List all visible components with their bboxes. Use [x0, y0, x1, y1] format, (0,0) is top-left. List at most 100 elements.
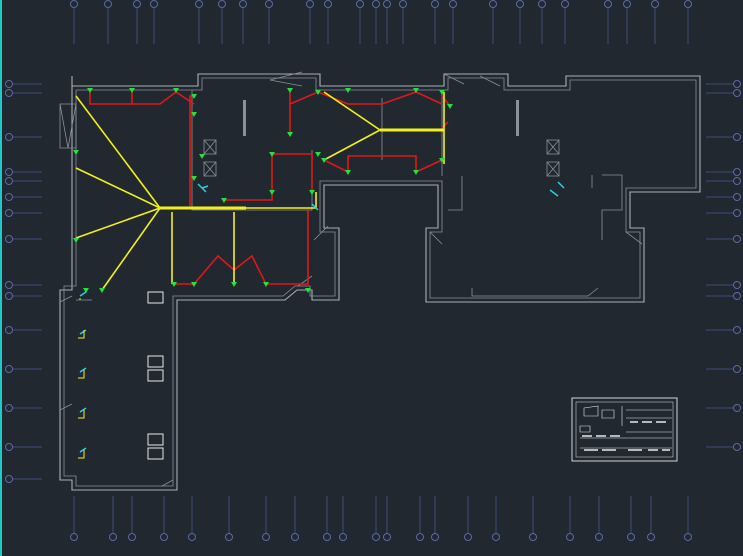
shaft-box: [203, 139, 217, 155]
shaft-box: [203, 161, 217, 177]
device-marker: [191, 176, 197, 181]
device-marker: [345, 170, 351, 175]
outlet-markers: [78, 298, 85, 459]
grid-bubble-right: [733, 326, 741, 334]
grid-bubble-top: [104, 0, 112, 8]
device-marker: [87, 88, 93, 93]
grid-bubble-top: [623, 0, 631, 8]
device-markers: [73, 88, 453, 293]
stair-left: [59, 103, 77, 149]
device-marker: [345, 88, 351, 93]
equipment-boxes: [147, 291, 164, 460]
grid-bubble-top: [604, 0, 612, 8]
device-marker: [269, 152, 275, 157]
grid-bubble-left: [5, 168, 13, 176]
grid-bubble-bottom: [323, 533, 331, 541]
device-marker: [321, 158, 327, 163]
grid-bubble-left: [5, 404, 13, 412]
grid-bubble-right: [733, 177, 741, 185]
grid-bubble-left: [5, 292, 13, 300]
circuit-wiring-yellow: [75, 91, 445, 291]
grid-bubble-top: [356, 0, 364, 8]
grid-bubble-bottom: [372, 533, 380, 541]
grid-bubble-top: [195, 0, 203, 8]
wall-left-wing: [59, 73, 701, 491]
grid-bubble-right: [733, 168, 741, 176]
wall-left-wing-inner: [63, 77, 697, 487]
device-marker: [439, 90, 445, 95]
grid-bubble-right: [733, 80, 741, 88]
grid-bubble-right: [733, 89, 741, 97]
device-marker: [173, 88, 179, 93]
device-marker: [287, 132, 293, 137]
device-marker: [447, 104, 453, 109]
device-marker: [305, 288, 311, 293]
device-marker: [439, 158, 445, 163]
grid-bubble-bottom: [492, 533, 500, 541]
wall-core: [76, 90, 623, 301]
grid-bubble-top: [684, 0, 692, 8]
grid-bubble-top: [239, 0, 247, 8]
grid-bubble-left: [5, 133, 13, 141]
grid-bubble-bottom: [383, 533, 391, 541]
device-marker: [413, 170, 419, 175]
shaft-box: [546, 139, 560, 155]
device-marker: [191, 94, 197, 99]
grid-bubble-bottom: [109, 533, 117, 541]
grid-bubble-bottom: [566, 533, 574, 541]
grid-bubble-bottom: [595, 533, 603, 541]
grid-bubble-top: [306, 0, 314, 8]
grid-bubble-bottom: [684, 533, 692, 541]
grid-bubble-left: [5, 235, 13, 243]
grid-bubble-bottom: [160, 533, 168, 541]
key-plan: [571, 397, 678, 462]
grid-bubble-bottom: [339, 533, 347, 541]
grid-bubble-bottom: [225, 533, 233, 541]
device-marker: [231, 282, 237, 287]
grid-axis-layer: [5, 0, 741, 541]
grid-bubble-bottom: [70, 533, 78, 541]
grid-bubble-top: [383, 0, 391, 8]
grid-bubble-top: [324, 0, 332, 8]
grid-bubble-left: [5, 89, 13, 97]
grid-bubble-bottom: [416, 533, 424, 541]
grid-bubble-top: [150, 0, 158, 8]
device-marker: [413, 88, 419, 93]
grid-bubble-right: [733, 292, 741, 300]
grid-bubble-bottom: [188, 533, 196, 541]
device-marker: [171, 282, 177, 287]
grid-bubble-bottom: [627, 533, 635, 541]
grid-bubble-top: [561, 0, 569, 8]
grid-bubble-bottom: [262, 533, 270, 541]
grid-bubble-left: [5, 326, 13, 334]
grid-bubble-right: [733, 193, 741, 201]
grid-bubble-top: [489, 0, 497, 8]
grid-bubble-right: [733, 404, 741, 412]
shaft-box: [546, 161, 560, 177]
grid-bubble-bottom: [291, 533, 299, 541]
device-marker: [99, 288, 105, 293]
grid-bubble-top: [516, 0, 524, 8]
grid-bubble-top: [133, 0, 141, 8]
grid-bubble-left: [5, 281, 13, 289]
circuit-wiring-red: [89, 90, 451, 285]
grid-bubble-top: [431, 0, 439, 8]
device-marker: [315, 152, 321, 157]
device-marker: [269, 190, 275, 195]
grid-bubble-left: [5, 193, 13, 201]
column: [516, 100, 519, 136]
device-marker: [199, 154, 205, 159]
device-marker: [315, 90, 321, 95]
device-marker: [129, 88, 135, 93]
grid-bubble-right: [733, 281, 741, 289]
device-marker: [73, 238, 79, 243]
grid-bubble-top: [399, 0, 407, 8]
grid-bubble-right: [733, 235, 741, 243]
device-marker: [191, 282, 197, 287]
grid-bubble-left: [5, 80, 13, 88]
grid-bubble-bottom: [128, 533, 136, 541]
grid-bubble-top: [218, 0, 226, 8]
grid-bubble-left: [5, 365, 13, 373]
grid-bubble-left: [5, 475, 13, 483]
